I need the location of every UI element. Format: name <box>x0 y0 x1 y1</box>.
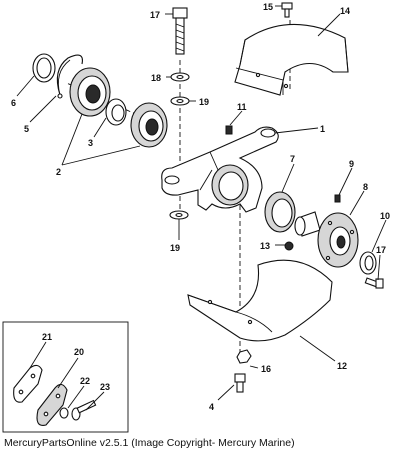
callout-8: 8 <box>363 182 368 192</box>
fitting-part-9[interactable] <box>334 194 341 203</box>
copyright-caption: MercuryPartsOnline v2.5.1 (Image Copyrig… <box>4 437 295 449</box>
lower-clamp-part-12[interactable] <box>187 259 333 342</box>
callout-11: 11 <box>237 102 247 112</box>
spacer-part-3[interactable] <box>105 98 127 126</box>
ring-part-10[interactable] <box>359 251 377 275</box>
callout-14: 14 <box>340 6 350 16</box>
steering-arm-part-1[interactable] <box>161 126 279 213</box>
nut-part-13[interactable] <box>284 241 294 251</box>
flanged-hub-part-8[interactable] <box>294 211 359 268</box>
gasket-part-21[interactable] <box>13 364 43 403</box>
bearing-part-2-left[interactable] <box>69 67 111 117</box>
callout-19: 19 <box>199 97 209 107</box>
callout-23: 23 <box>100 382 110 392</box>
washer-part-22[interactable] <box>59 407 69 419</box>
screw-part-15[interactable] <box>281 2 293 18</box>
callout-5: 5 <box>24 124 29 134</box>
callout-15: 15 <box>263 2 273 12</box>
callout-20: 20 <box>74 347 84 357</box>
callout-19-lower: 19 <box>170 243 180 253</box>
callout-22: 22 <box>80 376 90 386</box>
callout-12: 12 <box>337 361 347 371</box>
washer-part-19-lower[interactable] <box>169 210 189 220</box>
inset-box <box>2 321 129 433</box>
seal-part-7[interactable] <box>264 191 296 233</box>
bolt-part-4[interactable] <box>234 373 246 393</box>
upper-clamp-part-14[interactable] <box>234 23 349 96</box>
callout-10: 10 <box>380 211 390 221</box>
callout-13: 13 <box>260 241 270 251</box>
callout-16: 16 <box>261 364 271 374</box>
seal-ring-part-6[interactable] <box>32 53 56 83</box>
fitting-part-11[interactable] <box>225 125 233 135</box>
bolt-part-17-lower[interactable] <box>364 277 384 289</box>
callout-3: 3 <box>88 138 93 148</box>
callout-18: 18 <box>151 73 161 83</box>
snap-ring-part-5[interactable] <box>56 54 83 99</box>
washer-part-19-upper[interactable] <box>170 96 190 106</box>
callout-labels: 17 15 14 18 19 6 5 3 2 11 1 7 9 8 10 13 … <box>11 2 390 412</box>
callout-21: 21 <box>42 332 52 342</box>
nut-part-16[interactable] <box>236 349 252 364</box>
callout-17: 17 <box>150 10 160 20</box>
callout-2: 2 <box>56 167 61 177</box>
bearing-part-2-right[interactable] <box>130 102 168 148</box>
callout-7: 7 <box>290 154 295 164</box>
callout-9: 9 <box>349 159 354 169</box>
callout-4: 4 <box>209 402 214 412</box>
callout-6: 6 <box>11 98 16 108</box>
cover-plate-part-20[interactable] <box>36 383 68 426</box>
callout-17-lower: 17 <box>376 245 386 255</box>
leader-lines <box>16 5 387 411</box>
screw-part-23[interactable] <box>71 399 97 421</box>
callout-1: 1 <box>320 124 325 134</box>
washer-part-18[interactable] <box>170 72 190 82</box>
bolt-part-17[interactable] <box>172 7 188 55</box>
